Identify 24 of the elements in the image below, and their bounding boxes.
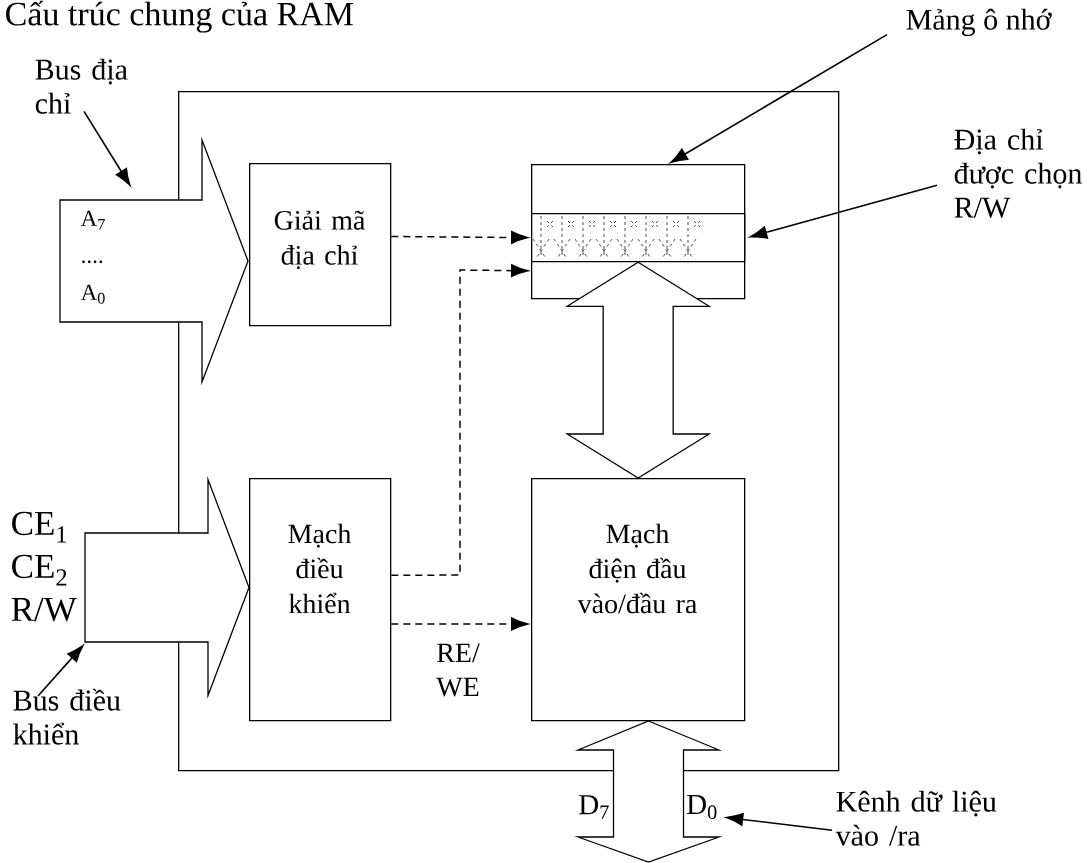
dashed-arrow xyxy=(390,617,529,631)
block-box: Mạch điều khiển xyxy=(249,478,392,722)
title: Cấu trúc chung của RAM xyxy=(6,0,354,33)
annotation-text: Địa chỉ được chọn R/W xyxy=(954,128,1082,218)
annotation-text: Bus địa chỉ xyxy=(35,58,128,114)
leader-line xyxy=(37,645,84,697)
pin-label: A$_{7}$ .... A$_{0}$ xyxy=(80,210,105,304)
leader-line xyxy=(670,33,888,163)
pin-label: D$_{0}$ xyxy=(687,794,717,820)
block-box: Giải mã địa chỉ xyxy=(249,163,392,327)
dashed-arrow xyxy=(390,264,529,577)
leader-line xyxy=(83,110,131,186)
annotation-text: Mảng ô nhớ xyxy=(906,8,1052,36)
leader-line xyxy=(749,184,938,239)
block-box: Mạch điện đầu vào/đầu ra xyxy=(531,478,746,722)
edge-label: RE/ WE xyxy=(436,643,480,697)
pin-label: D$_{7}$ xyxy=(579,795,609,819)
dashed-arrow xyxy=(390,231,529,244)
annotation-text: Kênh dữ liệu vào /ra xyxy=(835,790,997,846)
hatched-row xyxy=(531,213,746,263)
leader-line xyxy=(726,813,833,832)
block-arrow xyxy=(564,261,712,479)
pin-label: CE$_{1}$ CE$_{2}$ R/W xyxy=(11,511,77,622)
annotation-text: Bus điều khiển xyxy=(13,688,121,745)
